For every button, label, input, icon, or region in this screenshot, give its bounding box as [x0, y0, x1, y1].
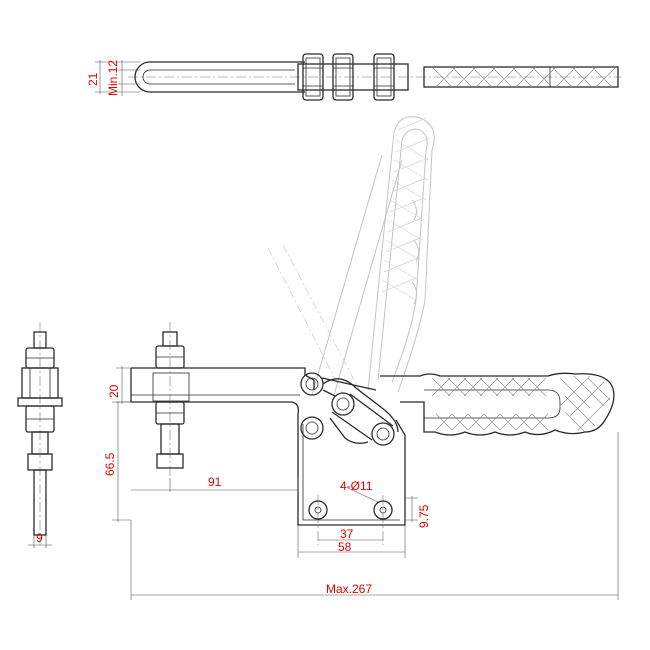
side-view-clamp — [112, 322, 619, 600]
top-view — [95, 53, 622, 101]
dim-spindle-height: 20 — [107, 384, 121, 398]
dimension-labels: 21 Min.12 20 66.5 91 4-Ø11 9.75 37 58 Ma… — [36, 60, 431, 596]
dim-spindle-offset: 91 — [208, 475, 222, 489]
dim-base-width: 58 — [338, 540, 352, 554]
dim-hole-pitch: 37 — [340, 527, 354, 541]
dim-max-length: Max.267 — [326, 582, 372, 596]
dim-hole-edge: 9.75 — [417, 504, 431, 528]
dim-hole-spec: 4-Ø11 — [340, 479, 373, 493]
dim-base-height: 66.5 — [103, 452, 117, 476]
side-view-bolt — [17, 322, 63, 548]
dim-bolt-width: 9 — [36, 531, 43, 545]
dim-arm-thickness: 21 — [86, 72, 100, 86]
dim-min-clearance: Min.12 — [106, 60, 120, 96]
open-position-ghost — [267, 116, 435, 399]
